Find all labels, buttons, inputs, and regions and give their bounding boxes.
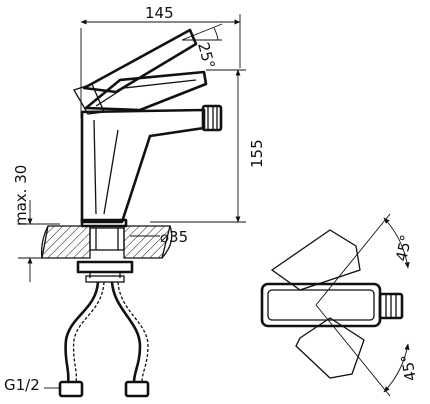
handle-rotation-positions: [270, 229, 365, 379]
height-dimension: 155: [150, 69, 266, 223]
deck-thickness-dimension: max. 30: [12, 165, 60, 282]
top-view: 45° 45°: [260, 213, 420, 397]
rotation-bottom-label: 45°: [398, 353, 420, 382]
width-label: 145: [145, 4, 174, 22]
deck-section: ⌀35: [40, 225, 188, 259]
height-label: 155: [248, 139, 266, 168]
deck-thickness-label: max. 30: [12, 165, 30, 226]
flex-hoses: G1/2: [4, 281, 150, 398]
lever-angle-label: 25°: [194, 40, 218, 70]
faucet-body: [73, 28, 223, 228]
rotation-top-label: 45°: [392, 233, 415, 263]
mounting-nut: [76, 260, 134, 283]
thread-label: G1/2: [4, 376, 40, 394]
hole-diameter-label: ⌀35: [160, 228, 188, 246]
side-view: 145 155 25° max. 30: [4, 4, 266, 398]
